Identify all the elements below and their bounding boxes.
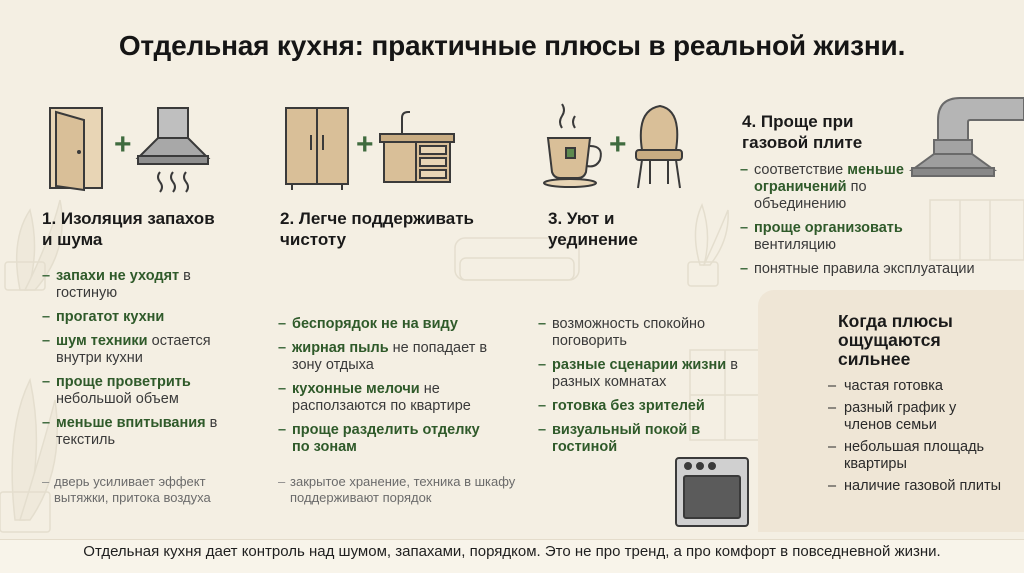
list-item: беспорядок не на виду <box>278 316 518 333</box>
list-item: разные сценарии жизни в разных комнатах <box>538 357 748 391</box>
section-1-note: дверь усиливает эффект вытяжки, притока … <box>42 474 254 506</box>
list-item: наличие газовой плиты <box>828 478 1008 495</box>
cabinet-icon <box>285 107 349 190</box>
when-list: частая готовка разный график у членов се… <box>828 378 1008 500</box>
plus-sign-3: + <box>609 128 627 161</box>
range-hood-icon <box>135 107 211 193</box>
section-2-title: 2. Легче поддерживать чистоту <box>280 209 474 249</box>
when-title: Когда плюсы ощущаются сильнее <box>838 311 953 369</box>
plus-sign-2: + <box>356 128 374 161</box>
list-item: шум техники остается внутри кухни <box>42 333 242 367</box>
section-4-title: 4. Проще при газовой плите <box>742 112 863 152</box>
list-item: проще разделить отделку по зонам <box>278 422 482 456</box>
list-item: понятные правила эксплуатации <box>740 261 1000 278</box>
list-item: кухонные мелочи не расползаются по кварт… <box>278 381 518 415</box>
list-item: прогатот кухни <box>42 309 242 326</box>
list-item: разный график у членов семьи <box>828 400 1008 434</box>
list-item: небольшая площадь квартиры <box>828 439 1008 473</box>
list-item: готовка без зрителей <box>538 398 748 415</box>
page-title: Отдельная кухня: практичные плюсы в реал… <box>118 30 906 61</box>
door-icon <box>49 107 103 192</box>
section-1-list: запахи не уходят в гостиную прогатот кух… <box>42 268 242 456</box>
chair-icon <box>635 104 683 189</box>
section-4-list: соответствие меньше ограничений по объед… <box>740 162 1000 285</box>
list-item: меньше впитывания в текстиль <box>42 415 242 449</box>
list-item: запахи не уходят в гостиную <box>42 268 242 302</box>
section-3-list: возможность спокойно поговорить разные с… <box>538 316 748 463</box>
section-1-title: 1. Изоляция запахов и шума <box>42 209 215 249</box>
list-item: проще проветрить небольшой объем <box>42 374 242 408</box>
plus-sign-1: + <box>114 128 132 161</box>
list-item: проще организовать вентиляцию <box>740 220 954 254</box>
list-item: визуальный покой в гостиной <box>538 422 722 456</box>
plant-mid-bg-icon <box>687 203 729 287</box>
footer-bar <box>0 539 1024 573</box>
list-item: возможность спокойно поговорить <box>538 316 748 350</box>
list-item: жирная пыль не попадает в зону отдыха <box>278 340 518 374</box>
section-2-list: беспорядок не на виду жирная пыль не поп… <box>278 316 518 463</box>
list-item: соответствие меньше ограничений по объед… <box>740 162 954 213</box>
list-item: частая готовка <box>828 378 1008 395</box>
sink-counter-icon <box>379 111 455 183</box>
oven-icon <box>675 457 749 527</box>
sofa-bg-icon <box>454 237 580 281</box>
tea-cup-icon <box>543 103 602 188</box>
section-3-title: 3. Уют и уединение <box>548 209 638 249</box>
section-2-note: закрытое хранение, техника в шкафу подде… <box>278 474 520 506</box>
footer-text: Отдельная кухня дает контроль над шумом,… <box>83 543 941 560</box>
